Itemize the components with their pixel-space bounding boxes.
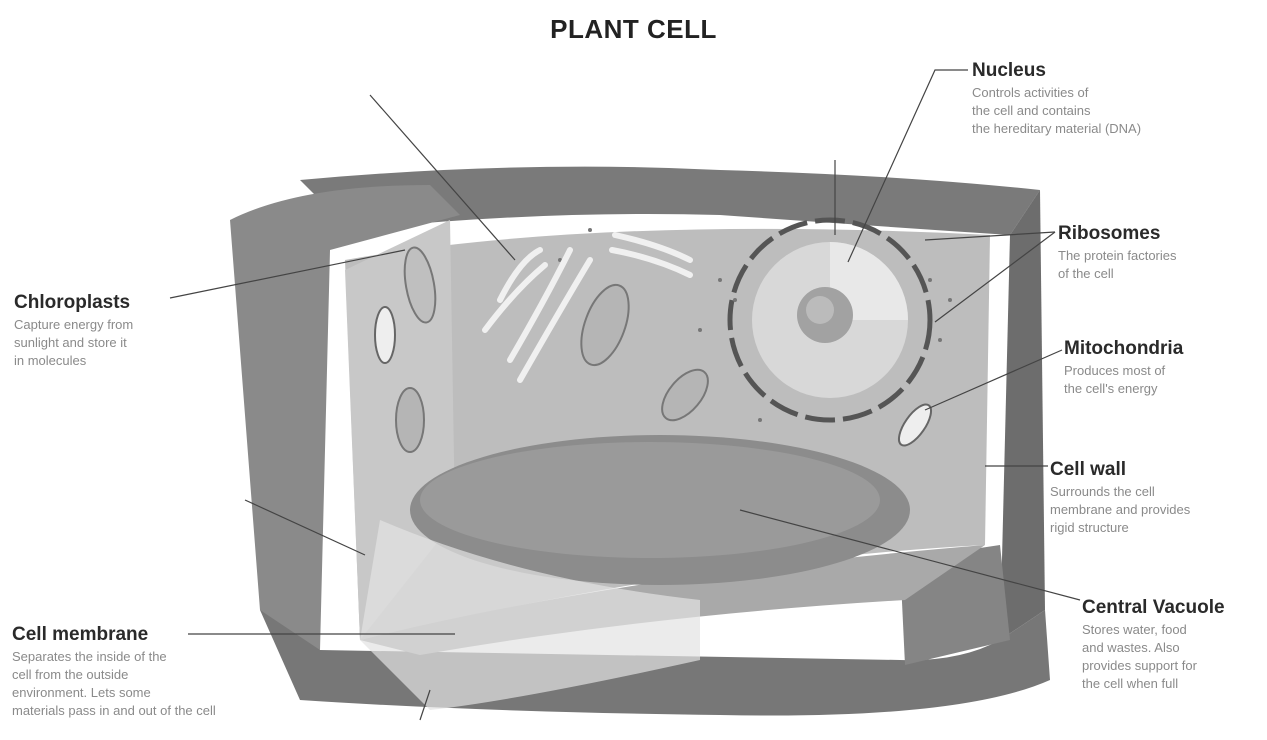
page-title: PLANT CELL [0,14,1267,45]
cell-membrane-desc-line: Separates the inside of the [12,648,216,666]
nucleus-desc-line: the cell and contains [972,102,1141,120]
central-vacuole-description: Stores water, food and wastes. Also prov… [1082,621,1225,693]
central-vacuole-desc-line: the cell when full [1082,675,1225,693]
cell-wall-name: Cell wall [1050,459,1190,481]
cell-wall-desc-line: rigid structure [1050,519,1190,537]
cell-membrane-desc-line: materials pass in and out of the cell [12,702,216,720]
cell-wall-desc-line: membrane and provides [1050,501,1190,519]
mitochondria-name: Mitochondria [1064,338,1183,360]
ribosomes-desc-line: of the cell [1058,265,1177,283]
cell-wall-label: Cell wall Surrounds the cell membrane an… [1050,459,1190,537]
nucleus-label: Nucleus Controls activities of the cell … [972,60,1141,138]
cell-membrane-desc-line: cell from the outside [12,666,216,684]
cell-membrane-desc-line: environment. Lets some [12,684,216,702]
nucleus-shape [730,220,930,420]
chloroplasts-name: Chloroplasts [14,292,133,314]
chloroplasts-desc-line: sunlight and store it [14,334,133,352]
central-vacuole-label: Central Vacuole Stores water, food and w… [1082,597,1225,693]
cell-membrane-name: Cell membrane [12,624,216,646]
central-vacuole-desc-line: provides support for [1082,657,1225,675]
ribosomes-description: The protein factories of the cell [1058,247,1177,283]
chloroplasts-desc-line: in molecules [14,352,133,370]
chloroplasts-desc-line: Capture energy from [14,316,133,334]
chloroplasts-label: Chloroplasts Capture energy from sunligh… [14,292,133,370]
cell-membrane-description: Separates the inside of the cell from th… [12,648,216,720]
nucleus-description: Controls activities of the cell and cont… [972,84,1141,138]
mitochondria-desc-line: the cell's energy [1064,380,1183,398]
central-vacuole-name: Central Vacuole [1082,597,1225,619]
cell-membrane-label: Cell membrane Separates the inside of th… [12,624,216,720]
cell-wall-description: Surrounds the cell membrane and provides… [1050,483,1190,537]
ribosomes-desc-line: The protein factories [1058,247,1177,265]
nucleus-name: Nucleus [972,60,1141,82]
mitochondria-desc-line: Produces most of [1064,362,1183,380]
mitochondria-description: Produces most of the cell's energy [1064,362,1183,398]
central-vacuole-desc-line: and wastes. Also [1082,639,1225,657]
nucleus-desc-line: Controls activities of [972,84,1141,102]
cell-wall-desc-line: Surrounds the cell [1050,483,1190,501]
ribosomes-label: Ribosomes The protein factories of the c… [1058,223,1177,283]
nucleus-desc-line: the hereditary material (DNA) [972,120,1141,138]
ribosomes-name: Ribosomes [1058,223,1177,245]
central-vacuole-desc-line: Stores water, food [1082,621,1225,639]
mitochondria-label: Mitochondria Produces most of the cell's… [1064,338,1183,398]
chloroplasts-description: Capture energy from sunlight and store i… [14,316,133,370]
